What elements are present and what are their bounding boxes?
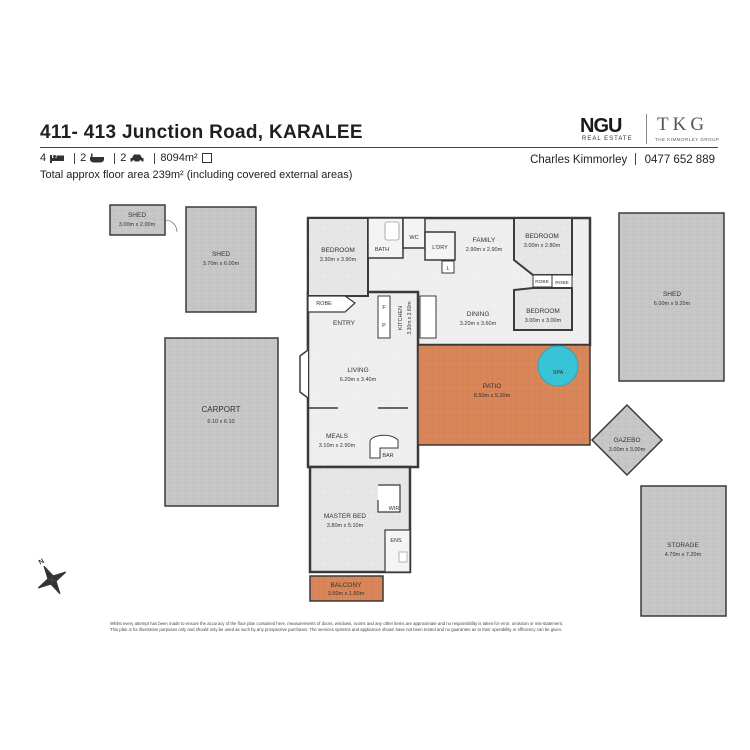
ngu-logo-subtitle: REAL ESTATE bbox=[582, 136, 633, 142]
bath-icon bbox=[90, 153, 105, 163]
master-name: MASTER BED bbox=[324, 513, 367, 520]
house: BEDROOM 3.30m x 3.90m ROBE BATH WC L'DRY… bbox=[299, 216, 592, 574]
gazebo-dims: 3.00m x 3.00m bbox=[609, 447, 646, 453]
robe1-name: ROBE bbox=[316, 301, 332, 307]
carport-dims: 6.10 x 6.10 bbox=[207, 419, 234, 425]
linen-name: L bbox=[446, 266, 449, 272]
bedrooms-count: 4 bbox=[40, 152, 47, 164]
stat-separator bbox=[154, 152, 156, 164]
dining-dims: 3.20m x 3.60m bbox=[460, 321, 497, 327]
bath-name: BATH bbox=[375, 247, 389, 253]
bedroom2-name: BEDROOM bbox=[525, 233, 559, 240]
laundry-name: L'DRY bbox=[432, 245, 448, 251]
car-icon bbox=[130, 154, 144, 163]
compass-icon: N bbox=[37, 558, 67, 595]
pantry-name: P bbox=[382, 323, 386, 329]
robe3-name: ROBE bbox=[555, 280, 569, 286]
spa-name: SPA bbox=[553, 370, 564, 376]
floor-area-note: Total approx floor area 239m² (including… bbox=[40, 169, 353, 181]
bathrooms-count: 2 bbox=[80, 152, 87, 164]
shed-mid: SHED 3.70m x 6.00m bbox=[185, 206, 257, 313]
bed-icon bbox=[50, 155, 65, 163]
shed-large-dims: 6.00m x 9.20m bbox=[654, 301, 691, 307]
shed-large: SHED 6.00m x 9.20m bbox=[618, 212, 725, 382]
land-area-icon bbox=[201, 153, 212, 163]
meals-name: MEALS bbox=[326, 433, 349, 440]
disclaimer: Whilst every attempt has been made to en… bbox=[110, 621, 650, 633]
living-dims: 6.20m x 3.40m bbox=[340, 377, 377, 383]
shed-small: SHED 3.00m x 2.00m bbox=[109, 204, 178, 236]
bedroom3-dims: 3.00m x 3.00m bbox=[525, 318, 562, 324]
patio-name: PATIO bbox=[483, 383, 502, 390]
balcony: BALCONY 3.60m x 1.60m bbox=[309, 575, 384, 602]
shed-large-name: SHED bbox=[663, 291, 681, 298]
bedroom1-dims: 3.30m x 3.90m bbox=[320, 257, 357, 263]
tkg-logo: TKG bbox=[657, 114, 709, 135]
carport: CARPORT 6.10 x 6.10 bbox=[164, 337, 279, 507]
agent-contact: Charles Kimmorley 0477 652 889 bbox=[530, 153, 715, 166]
meals-dims: 3.10m x 2.90m bbox=[319, 443, 356, 449]
shed-small-dims: 3.00m x 2.00m bbox=[119, 222, 156, 228]
shed-mid-name: SHED bbox=[212, 251, 230, 258]
compass-north-label: N bbox=[38, 558, 46, 567]
property-address-title: 411- 413 Junction Road, KARALEE bbox=[40, 122, 363, 143]
storage: STORAGE 4.70m x 7.20m bbox=[640, 485, 727, 617]
bar-name: BAR bbox=[382, 453, 393, 459]
kitchen-name: KITCHEN bbox=[398, 306, 404, 330]
bedroom2-dims: 3.00m x 2.80m bbox=[524, 243, 561, 249]
balcony-name: BALCONY bbox=[330, 582, 362, 589]
stat-separator bbox=[74, 152, 76, 164]
wir-name: WIR bbox=[389, 506, 400, 512]
ngu-logo: NGU bbox=[580, 115, 622, 137]
wc-name: WC bbox=[409, 235, 418, 241]
master-dims: 3.80m x 5.10m bbox=[327, 523, 364, 529]
family-dims: 2.90m x 2.90m bbox=[466, 247, 503, 253]
storage-name: STORAGE bbox=[667, 542, 699, 549]
disclaimer-line-2: This plan is for illustrative purposes o… bbox=[110, 627, 563, 632]
shed-small-name: SHED bbox=[128, 212, 146, 219]
property-stats: 4 2 2 8094m² bbox=[40, 152, 212, 164]
patio: PATIO 8.50m x 5.20m SPA bbox=[417, 344, 591, 446]
family-name: FAMILY bbox=[473, 237, 496, 244]
tkg-logo-subtitle: THE KIMMORLEY GROUP bbox=[655, 137, 720, 142]
robe2-name: ROBE bbox=[535, 279, 549, 285]
fridge-name: F bbox=[382, 305, 386, 311]
bedroom1-name: BEDROOM bbox=[321, 247, 355, 254]
gazebo: GAZEBO 3.00m x 3.00m bbox=[590, 403, 664, 477]
kitchen-dims: 3.30m x 3.60m bbox=[407, 301, 413, 334]
stat-separator bbox=[114, 152, 116, 164]
balcony-dims: 3.60m x 1.60m bbox=[328, 591, 365, 597]
shed-mid-dims: 3.70m x 6.00m bbox=[203, 261, 240, 267]
car-spaces-count: 2 bbox=[120, 152, 127, 164]
disclaimer-line-1: Whilst every attempt has been made to en… bbox=[110, 621, 564, 626]
ens-name: ENS bbox=[390, 538, 402, 544]
storage-dims: 4.70m x 7.20m bbox=[665, 552, 702, 558]
gazebo-name: GAZEBO bbox=[613, 437, 640, 444]
logo-divider bbox=[646, 114, 647, 144]
title-divider bbox=[40, 147, 718, 148]
bedroom3-name: BEDROOM bbox=[526, 308, 560, 315]
land-area: 8094m² bbox=[160, 152, 198, 164]
dining-name: DINING bbox=[467, 311, 490, 318]
patio-dims: 8.50m x 5.20m bbox=[474, 393, 511, 399]
carport-name: CARPORT bbox=[202, 405, 241, 414]
living-name: LIVING bbox=[347, 367, 368, 374]
entry-name: ENTRY bbox=[333, 320, 356, 327]
agent-divider bbox=[635, 153, 637, 165]
agent-phone: 0477 652 889 bbox=[644, 154, 715, 166]
agent-name: Charles Kimmorley bbox=[530, 154, 628, 166]
